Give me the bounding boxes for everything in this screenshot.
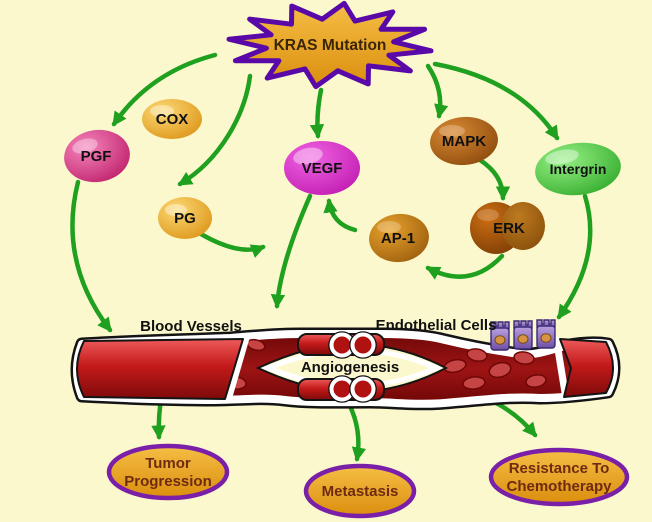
arrow-mapk-to-erk bbox=[477, 157, 511, 201]
outcome-resistance-chemotherapy: Resistance To Chemotherapy bbox=[488, 447, 630, 507]
node-kras-mutation: KRAS Mutation bbox=[226, 0, 434, 90]
outcome-tumor-progression: Tumor Progression bbox=[106, 443, 230, 501]
arrow-kras-to-intergrin bbox=[432, 61, 560, 141]
arrow-kras-to-vegf bbox=[309, 87, 325, 139]
vessel-right-cap bbox=[559, 338, 614, 398]
red-blood-cell bbox=[525, 374, 547, 388]
pgf-label: PGF bbox=[81, 148, 112, 165]
blood-vessel-illustration: Blood Vessels Endothelial Cells Angiogen… bbox=[70, 317, 621, 411]
vessel-sprout-ring bbox=[349, 375, 377, 403]
red-blood-cell bbox=[513, 351, 535, 365]
pg-label: PG bbox=[174, 210, 196, 227]
arrow-intergrin-to-endothelial bbox=[556, 193, 593, 320]
mapk-label: MAPK bbox=[442, 133, 486, 150]
arrow-erk-to-ap1 bbox=[425, 253, 505, 280]
node-intergrin: Intergrin bbox=[535, 142, 621, 196]
red-blood-cell bbox=[462, 376, 486, 390]
ap1-label: AP-1 bbox=[381, 230, 415, 247]
vessel-sprout bbox=[350, 376, 376, 402]
arrow-pgf-to-vessel bbox=[70, 179, 113, 333]
vessel-left-cap bbox=[76, 338, 244, 400]
red-blood-cell bbox=[488, 361, 512, 379]
red-blood-cell bbox=[466, 348, 488, 362]
kras-label: KRAS Mutation bbox=[274, 37, 387, 54]
angiogenesis-label: Angiogenesis bbox=[301, 359, 399, 376]
node-pg: PG bbox=[158, 197, 212, 239]
endothelial-nucleus bbox=[494, 335, 506, 345]
vessel-cut-edge-right bbox=[552, 336, 570, 400]
tumor-progression-label-line2: Progression bbox=[124, 473, 212, 490]
cox-label: COX bbox=[156, 111, 189, 128]
vegf-highlight bbox=[293, 147, 323, 165]
pg-highlight bbox=[165, 204, 187, 216]
cox-highlight bbox=[150, 105, 174, 117]
vegf-label: VEGF bbox=[302, 160, 343, 177]
resistance-label-line2: Chemotherapy bbox=[506, 478, 612, 495]
kras-starburst-shape bbox=[226, 0, 434, 90]
resistance-label-line1: Resistance To bbox=[509, 460, 610, 477]
node-vegf: VEGF bbox=[284, 141, 360, 195]
ap1-highlight bbox=[377, 221, 401, 233]
erk-label: ERK bbox=[493, 220, 525, 237]
node-erk: ERK bbox=[470, 202, 545, 254]
vessel-cut-edge-left bbox=[224, 337, 250, 401]
intergrin-highlight bbox=[545, 149, 579, 165]
red-blood-cells-right bbox=[443, 348, 547, 390]
endothelial-cells-label: Endothelial Cells bbox=[376, 317, 497, 334]
erk-highlight bbox=[477, 209, 499, 221]
endothelial-cell bbox=[536, 319, 556, 349]
endothelial-cells bbox=[490, 319, 556, 351]
node-mapk: MAPK bbox=[430, 116, 498, 166]
intergrin-label: Intergrin bbox=[550, 161, 607, 177]
arrow-kras-to-pg bbox=[177, 73, 253, 187]
outcome-metastasis: Metastasis bbox=[303, 463, 417, 519]
arrow-vegf-to-vessel bbox=[270, 193, 313, 309]
vessel-sprout bbox=[350, 332, 376, 358]
arrow-kras-to-pgf bbox=[111, 52, 218, 127]
endothelial-nucleus bbox=[517, 334, 529, 344]
node-pgf: PGF bbox=[64, 129, 130, 183]
mapk-highlight bbox=[439, 125, 465, 137]
endothelial-nucleus bbox=[540, 333, 552, 343]
tumor-progression-label-line1: Tumor bbox=[145, 455, 191, 472]
endothelial-cell bbox=[513, 320, 533, 350]
metastasis-label: Metastasis bbox=[322, 483, 399, 500]
blood-vessels-label: Blood Vessels bbox=[140, 318, 242, 335]
node-ap1: AP-1 bbox=[369, 213, 429, 263]
arrow-kras-to-mapk bbox=[425, 63, 449, 119]
node-cox: COX bbox=[142, 99, 202, 139]
pgf-highlight bbox=[72, 138, 98, 154]
arrow-ap1-to-vegf bbox=[323, 198, 358, 233]
vessel-sprout-ring bbox=[349, 331, 377, 359]
endothelial-cell bbox=[490, 321, 510, 351]
